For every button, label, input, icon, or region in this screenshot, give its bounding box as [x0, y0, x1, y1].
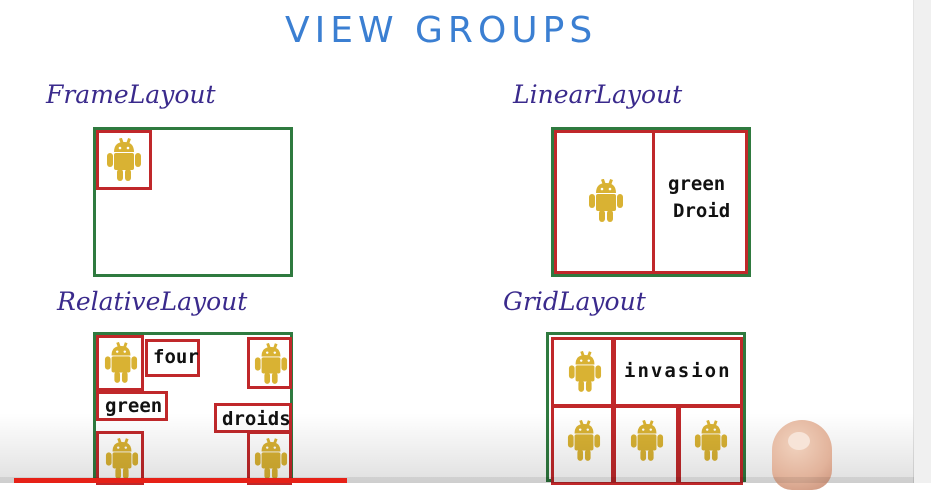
linearlayout-view-text: green Droid: [652, 130, 748, 274]
android-droid-icon: [107, 138, 141, 181]
relativelayout-view-droids: droids: [214, 403, 292, 433]
android-droid-icon: [254, 343, 288, 384]
framelayout-label: FrameLayout: [46, 80, 216, 109]
relativelayout-text-droids: droids: [222, 408, 291, 430]
gridlayout-label: GridLayout: [503, 287, 646, 316]
gridlayout-cell-3: [613, 405, 679, 485]
linearlayout-label: LinearLayout: [513, 80, 683, 109]
android-droid-icon: [105, 438, 139, 479]
gridlayout-cell-1: [551, 337, 614, 407]
gridlayout-container: invasion: [546, 332, 746, 485]
relativelayout-container: four green droids: [93, 332, 293, 485]
android-droid-icon: [568, 351, 602, 392]
relativelayout-view-top-right: [247, 337, 292, 389]
relativelayout-text-four: four: [153, 346, 199, 368]
presenter-finger: [772, 420, 832, 490]
video-progress-fill[interactable]: [14, 478, 347, 483]
relativelayout-view-green: green: [96, 391, 168, 421]
android-droid-icon: [589, 179, 623, 222]
gridlayout-cell-4: [678, 405, 743, 485]
gridlayout-cell-2: [551, 405, 614, 485]
linearlayout-text-droid: Droid: [673, 200, 731, 222]
vertical-scrollbar[interactable]: [913, 0, 931, 483]
relativelayout-view-bottom-right: [247, 431, 292, 485]
android-droid-icon: [254, 438, 288, 479]
android-droid-icon: [694, 420, 728, 461]
page-title: VIEW GROUPS: [285, 10, 598, 51]
relativelayout-view-top-left: [96, 335, 144, 391]
linearlayout-container: green Droid: [551, 127, 751, 277]
linearlayout-text-green: green: [668, 173, 726, 195]
android-droid-icon: [567, 420, 601, 461]
video-progress-track[interactable]: [0, 477, 914, 483]
fingernail: [788, 432, 810, 450]
gridlayout-text-invasion: invasion: [624, 360, 732, 382]
gridlayout-cell-invasion: invasion: [613, 337, 743, 407]
android-droid-icon: [630, 420, 664, 461]
framelayout-view: [96, 130, 152, 190]
relativelayout-text-green: green: [105, 395, 163, 417]
relativelayout-view-bottom-left: [96, 431, 144, 485]
relativelayout-label: RelativeLayout: [57, 287, 248, 316]
relativelayout-view-four: four: [145, 339, 200, 377]
android-droid-icon: [104, 342, 138, 383]
linearlayout-view-droid: [554, 130, 655, 274]
framelayout-container: [93, 127, 293, 277]
